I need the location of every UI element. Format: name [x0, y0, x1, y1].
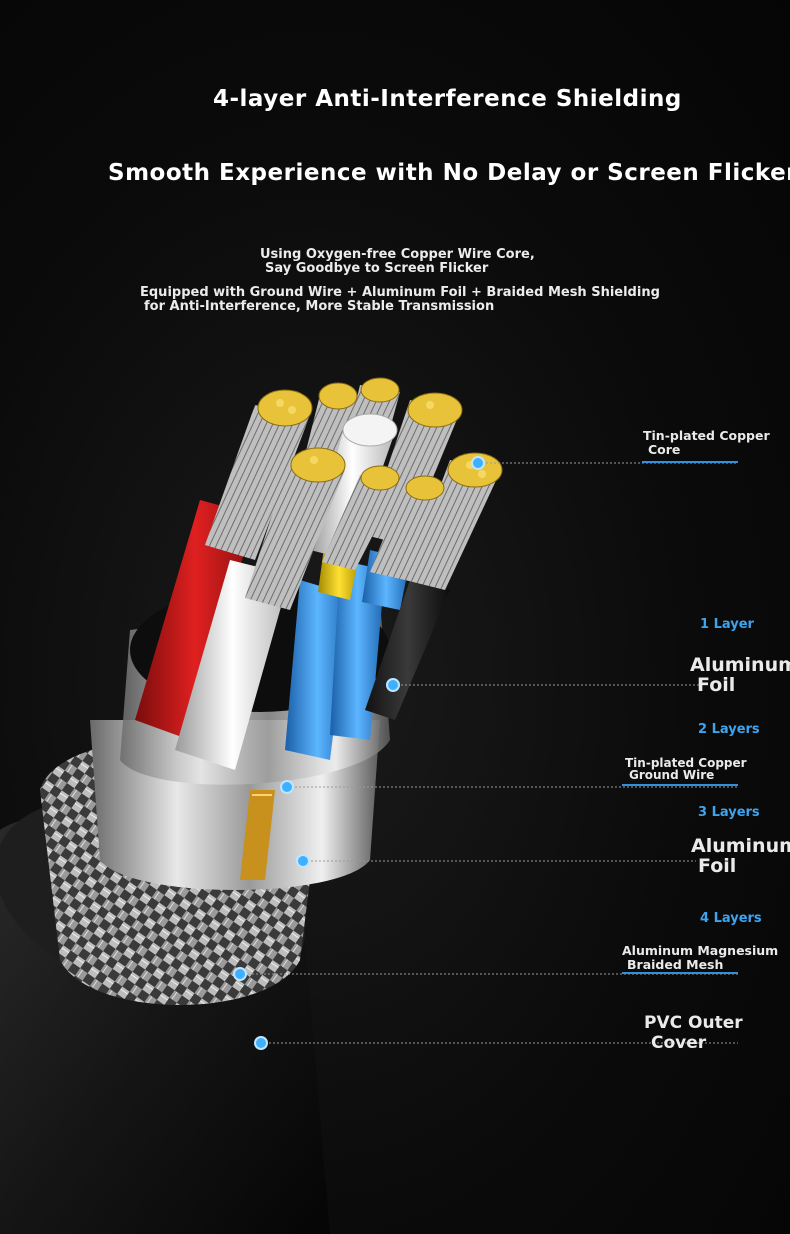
page-title: 4-layer Anti-Interference Shielding	[213, 86, 682, 112]
intro-line-2a: Equipped with Ground Wire + Aluminum Foi…	[140, 285, 660, 300]
layer3-tag: 3 Layers	[698, 805, 760, 820]
page-subtitle: Smooth Experience with No Delay or Scree…	[108, 160, 790, 186]
intro-line-1a: Using Oxygen-free Copper Wire Core,	[260, 247, 535, 262]
layer1-tag: 1 Layer	[700, 617, 754, 632]
layer1-label-line2: Foil	[697, 674, 736, 696]
layer3-label-line2: Foil	[698, 855, 737, 877]
core-underline	[642, 461, 738, 463]
core-label-line1: Tin-plated Copper	[643, 428, 770, 443]
outer-label-line2: Cover	[651, 1033, 707, 1053]
layer4-underline	[622, 972, 738, 974]
layer4-label-line2: Braided Mesh	[627, 957, 724, 972]
layer3-label-line1: Aluminum	[691, 835, 790, 857]
layer2-tag: 2 Layers	[698, 722, 760, 737]
outer-label-line1: PVC Outer	[644, 1013, 743, 1033]
layer1-label-line1: Aluminum	[690, 654, 790, 676]
intro-line-2b: for Anti-Interference, More Stable Trans…	[144, 299, 495, 314]
layer2-label-line1: Tin-plated Copper	[625, 756, 747, 770]
layer2-label-line2: Ground Wire	[629, 768, 715, 782]
layer4-label-line1: Aluminum Magnesium	[622, 943, 779, 958]
layer2-underline	[622, 784, 738, 786]
intro-line-1b: Say Goodbye to Screen Flicker	[265, 261, 489, 276]
core-label-line2: Core	[648, 442, 681, 457]
layer4-tag: 4 Layers	[700, 911, 762, 926]
